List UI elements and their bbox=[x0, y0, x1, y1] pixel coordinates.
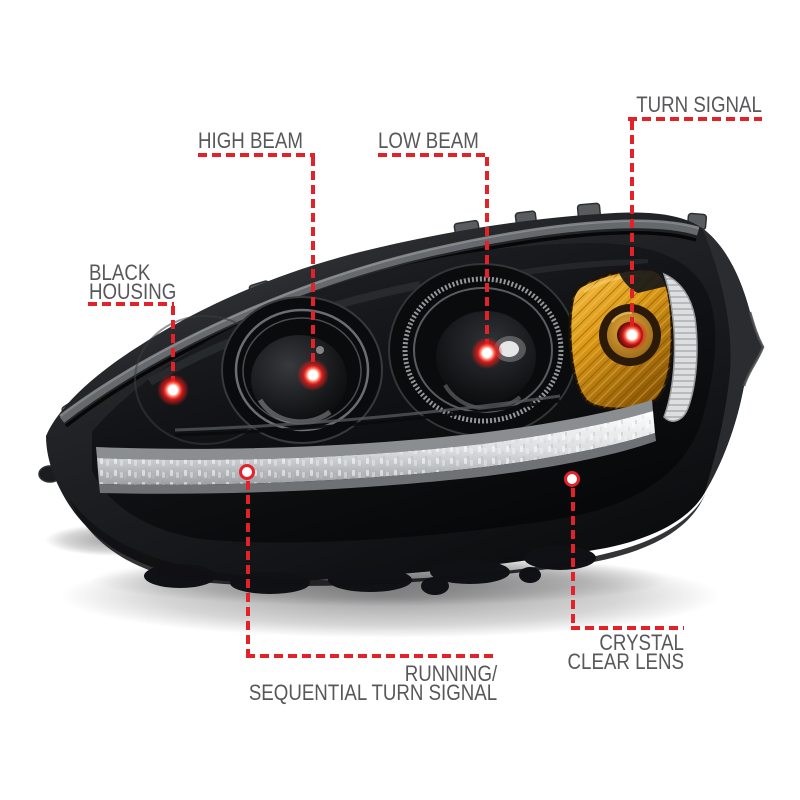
crystal-lens-ring-icon bbox=[564, 471, 580, 487]
black-housing-leader-line bbox=[171, 306, 175, 386]
running-signal-ring-icon bbox=[239, 464, 255, 480]
high-beam-leader-line bbox=[311, 157, 315, 371]
low-beam-underline bbox=[378, 153, 488, 157]
turn-signal-lens bbox=[568, 262, 674, 411]
turn-signal-label: TURN SIGNAL bbox=[636, 92, 762, 117]
crystal-lens-leader-line bbox=[571, 488, 575, 628]
running-signal-overline bbox=[246, 654, 497, 658]
corner-reflector bbox=[662, 272, 698, 422]
led-strip bbox=[96, 400, 656, 494]
black-housing-underline bbox=[88, 302, 174, 306]
high-beam-underline bbox=[198, 153, 315, 157]
turn-signal-leader-line bbox=[630, 121, 634, 331]
high-beam-label: HIGH BEAM bbox=[198, 128, 303, 153]
crystal-lens-overline bbox=[571, 626, 684, 630]
black-housing-dot-icon bbox=[157, 374, 189, 406]
black-housing-label-line1: BLACK bbox=[89, 260, 151, 285]
crystal-lens-label-line2: CLEAR LENS bbox=[567, 649, 684, 674]
running-signal-label-line2: SEQUENTIAL TURN SIGNAL bbox=[248, 680, 497, 705]
shelf-edge bbox=[174, 394, 561, 437]
turn-signal-dot-icon bbox=[616, 319, 648, 351]
running-signal-label: RUNNING/ SEQUENTIAL TURN SIGNAL bbox=[248, 661, 497, 705]
low-beam-label: LOW BEAM bbox=[378, 128, 479, 153]
running-signal-label-line1: RUNNING/ bbox=[404, 661, 497, 686]
low-beam-dot-icon bbox=[471, 337, 503, 369]
crystal-lens-label: CRYSTAL CLEAR LENS bbox=[567, 630, 684, 674]
running-signal-leader-line bbox=[246, 481, 250, 656]
low-beam-leader-line bbox=[485, 157, 489, 349]
crystal-lens-label-line1: CRYSTAL bbox=[599, 630, 684, 655]
black-housing-label: BLACK HOUSING bbox=[89, 260, 177, 304]
high-beam-dot-icon bbox=[297, 359, 329, 391]
right-flange bbox=[702, 228, 765, 494]
turn-signal-underline bbox=[628, 117, 762, 121]
rubber-gasket bbox=[70, 492, 706, 595]
black-housing-label-line2: HOUSING bbox=[89, 279, 177, 304]
